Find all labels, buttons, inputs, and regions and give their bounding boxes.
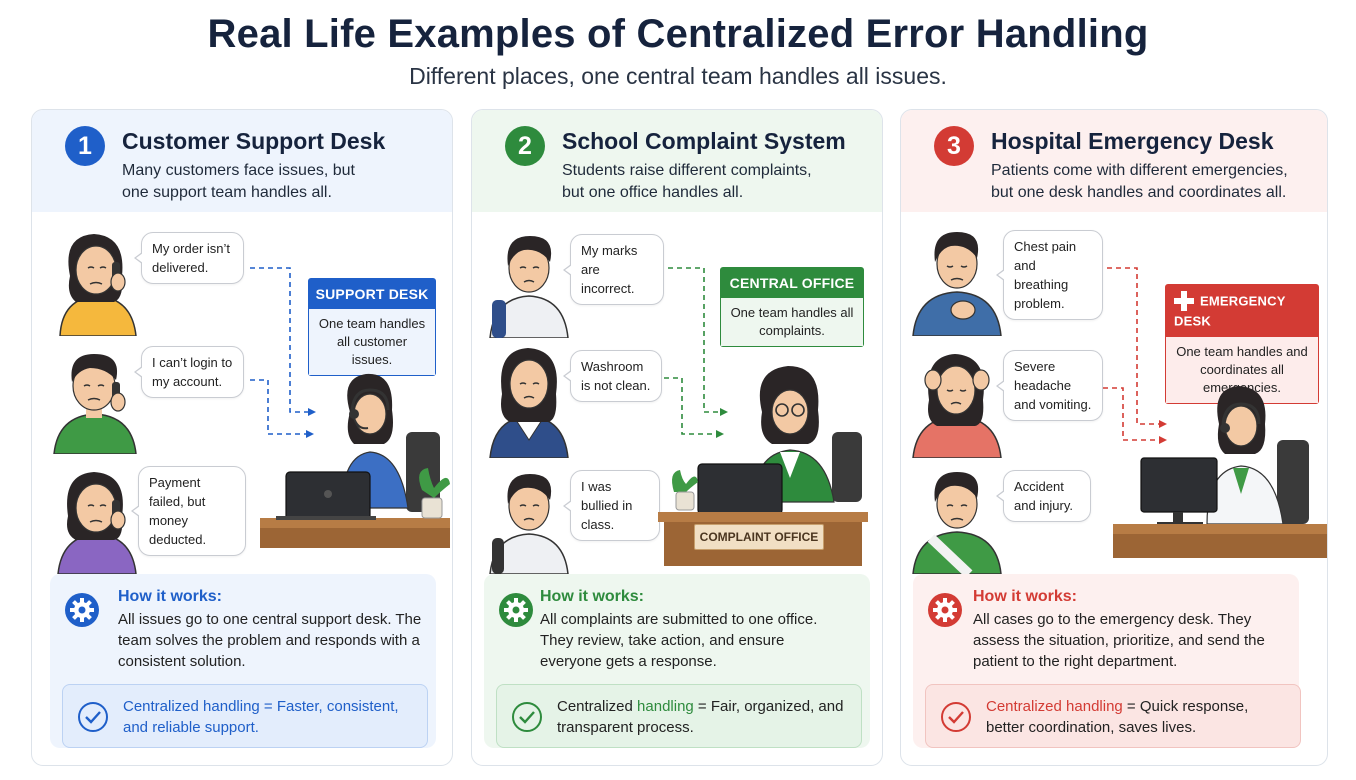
speech-bubble: Washroom is not clean. [563,350,662,402]
card-description: Patients come with different emergencies… [991,162,1288,201]
support-agent-icon [260,373,450,548]
dashed-arrows [664,267,728,438]
student-boy-icon [489,474,569,574]
desk-header: EMERGENCY DESK [1166,285,1318,337]
patient-headache-icon [912,354,1002,458]
customer-woman-phone-icon [59,234,137,336]
patient-injury-icon [912,472,1002,574]
result-rest: = Quick response, better coordination, s… [986,698,1249,736]
support-desk-box: SUPPORT DESK One team handles all custom… [308,278,436,376]
office-staff-icon [658,366,868,566]
result-box: Centralized handling = Faster, consisten… [62,684,428,748]
how-text: All complaints are submitted to one offi… [540,611,818,670]
how-it-works-panel: How it works: All complaints are submitt… [484,574,870,748]
check-circle-icon [512,702,542,732]
card-customer-support: 1 Customer Support Desk Many customers f… [31,109,453,766]
illustration: My marks are incorrect. Washroom is not … [472,212,882,574]
gear-icon [499,593,533,627]
complaint-office-sign: COMPLAINT OFFICE [694,524,824,550]
desk-text: One team handles and coordinates all eme… [1166,336,1318,403]
result-box: Centralized handling = Fair, organized, … [496,684,862,748]
card-description: Students raise different complaints, but… [562,162,812,201]
number-badge: 2 [505,126,545,166]
result-highlight: handling [637,698,694,715]
illustration: Chest pain and breathing problem. Severe… [901,212,1327,574]
desk-text: One team handles all complaints. [721,298,863,346]
medical-cross-icon [1174,291,1194,312]
check-circle-icon [78,702,108,732]
page-subtitle: Different places, one central team handl… [409,63,947,89]
desk-title: EMERGENCY DESK [1174,293,1286,329]
hospital-staff-icon [1113,386,1327,558]
card-description: Many customers face issues, but one supp… [122,162,355,201]
result-text: Centralized handling = Quick response, b… [986,696,1286,738]
dashed-arrows [1103,267,1167,444]
gear-icon [928,593,962,627]
student-girl-icon [489,348,569,458]
check-circle-icon [941,702,971,732]
card-header: 1 Customer Support Desk Many customers f… [32,110,452,212]
card-header: 2 School Complaint System Students raise… [472,110,882,212]
how-title: How it works: [118,588,223,605]
how-text: All cases go to the emergency desk. They… [973,611,1265,670]
how-title: How it works: [973,588,1078,605]
desk-title: CENTRAL OFFICE [721,268,863,298]
result-rest: = Fair, organized, and transparent proce… [557,698,844,736]
card-header: 3 Hospital Emergency Desk Patients come … [901,110,1327,212]
speech-bubble: Payment failed, but money deducted. [131,466,246,556]
number-badge: 3 [934,126,974,166]
customer-woman-phone-icon [57,472,137,574]
result-highlight: Centralized handling [123,698,260,715]
result-highlight: Centralized handling [986,698,1123,715]
how-it-works-panel: How it works: All issues go to one centr… [50,574,436,748]
speech-bubble: Severe headache and vomiting. [996,350,1103,421]
gear-icon [65,593,99,627]
how-text: All issues go to one central support des… [118,611,422,670]
desk-title: SUPPORT DESK [309,279,435,309]
sign-text: COMPLAINT OFFICE [699,530,819,544]
emergency-desk-box: EMERGENCY DESK One team handles and coor… [1165,284,1319,404]
result-rest: = Faster, consistent, and reliable suppo… [123,698,399,736]
central-office-box: CENTRAL OFFICE One team handles all comp… [720,267,864,347]
card-school-complaint: 2 School Complaint System Students raise… [471,109,883,766]
how-title: How it works: [540,588,645,605]
page-title: Real Life Examples of Centralized Error … [207,12,1149,56]
card-title: School Complaint System [562,128,846,154]
dashed-arrows [250,267,316,438]
customer-man-phone-icon [53,354,137,454]
speech-bubble: I was bullied in class. [563,470,660,541]
patient-chest-pain-icon [912,232,1002,336]
speech-bubble: My order isn’t delivered. [134,232,244,284]
how-it-works-panel: How it works: All cases go to the emerge… [913,574,1301,748]
speech-bubble: My marks are incorrect. [563,234,664,305]
speech-bubble: I can’t login to my account. [134,346,244,398]
result-text: Centralized handling = Faster, consisten… [123,696,423,738]
card-hospital-emergency: 3 Hospital Emergency Desk Patients come … [900,109,1328,766]
card-title: Hospital Emergency Desk [991,128,1274,154]
illustration: My order isn’t delivered. I can’t login … [32,212,452,574]
speech-bubble: Accident and injury. [996,470,1091,522]
result-box: Centralized handling = Quick response, b… [925,684,1301,748]
desk-text: One team handles all customer issues. [309,309,435,375]
result-text: Centralized handling = Fair, organized, … [557,696,857,738]
card-title: Customer Support Desk [122,128,386,154]
student-boy-icon [489,236,569,338]
speech-bubble: Chest pain and breathing problem. [996,230,1103,320]
result-plain: Centralized [557,698,638,715]
number-badge: 1 [65,126,105,166]
